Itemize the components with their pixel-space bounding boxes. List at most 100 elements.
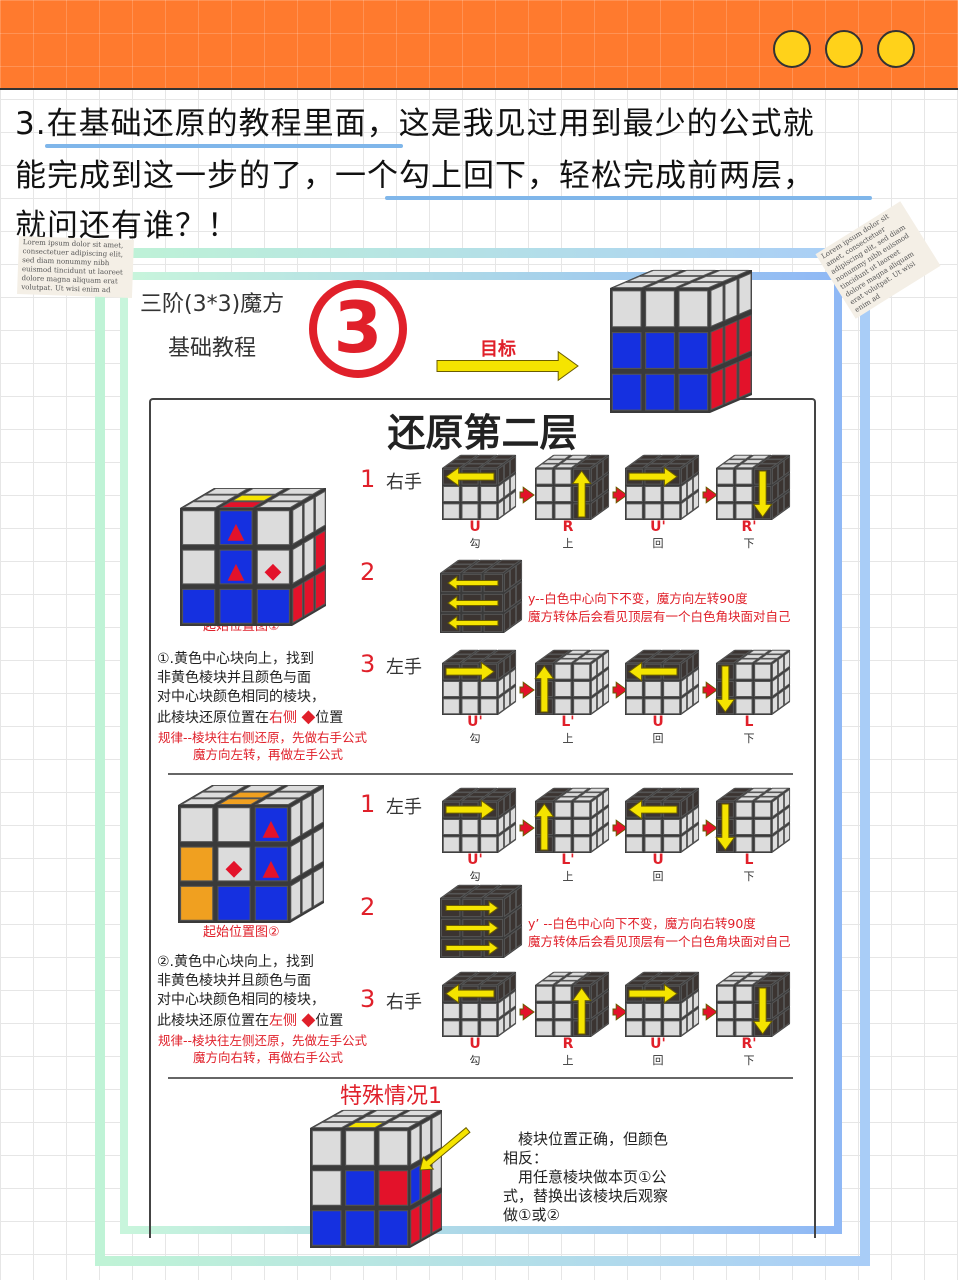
move-notation: R [562, 1036, 574, 1052]
front-sticker [345, 1130, 375, 1166]
front-sticker [735, 698, 753, 715]
front-sticker [573, 801, 591, 818]
hand-label: 右手 [386, 992, 422, 1013]
tutorial-card [120, 272, 842, 1234]
top-sticker [637, 649, 662, 655]
side-sticker [680, 831, 688, 853]
diamond-icon: ◆ [301, 706, 316, 727]
front-sticker [754, 698, 772, 715]
rule-line: 魔方向右转，再做右手公式 [193, 1050, 344, 1065]
side-sticker [509, 605, 517, 628]
front-sticker [311, 1210, 342, 1246]
top-sticker [256, 501, 302, 509]
side-sticker [503, 810, 511, 831]
front-sticker [256, 549, 290, 585]
top-sticker [643, 658, 669, 664]
top-sticker [716, 658, 741, 664]
front-sticker [378, 1130, 409, 1166]
side-sticker [771, 464, 779, 485]
move-meaning: 勾 [469, 537, 481, 550]
move-notation: L [744, 852, 754, 868]
top-sticker [460, 658, 486, 664]
top-sticker [332, 1109, 375, 1117]
step-number: 2 [360, 893, 376, 921]
front-sticker [480, 1020, 498, 1037]
top-sticker [489, 889, 516, 894]
front-sticker [461, 819, 479, 835]
side-sticker [596, 654, 604, 676]
side-sticker [596, 810, 604, 831]
top-sticker [578, 459, 603, 464]
side-sticker [783, 788, 791, 810]
next-step-arrow-icon [702, 1003, 718, 1021]
side-sticker [596, 994, 604, 1015]
top-sticker [483, 893, 510, 899]
next-step-arrow-icon [702, 819, 718, 837]
side-sticker [497, 498, 505, 520]
top-sticker [489, 564, 516, 569]
next-step-arrow-icon [519, 1003, 535, 1021]
side-sticker [692, 667, 700, 689]
hand-label: 左手 [386, 797, 422, 818]
top-sticker [728, 454, 753, 460]
top-sticker [627, 275, 669, 283]
front-sticker [735, 1003, 753, 1019]
front-sticker [345, 1210, 375, 1246]
side-sticker [312, 866, 324, 908]
description-line: 对中心块颜色相同的棱块， [157, 992, 325, 1008]
top-sticker [572, 980, 597, 986]
description-text: 此棱块还原位置在 [157, 710, 269, 726]
special-line: 式，替换出该棱块后观察 [503, 1187, 669, 1205]
side-sticker [590, 797, 598, 818]
yellow-dot-icon [877, 30, 915, 68]
front-sticker [535, 503, 553, 520]
top-sticker [535, 463, 560, 469]
side-sticker [724, 361, 738, 405]
front-sticker [461, 1003, 479, 1019]
side-sticker [680, 481, 688, 503]
side-sticker [590, 1015, 598, 1037]
arrow-down-icon [715, 803, 736, 851]
move-meaning: 上 [562, 1054, 574, 1067]
front-sticker [735, 503, 753, 520]
front-sticker [442, 486, 460, 502]
side-sticker [783, 455, 791, 477]
side-sticker [596, 672, 604, 693]
side-sticker [680, 693, 688, 715]
next-step-arrow-icon [519, 819, 535, 837]
top-sticker [442, 796, 467, 802]
side-sticker [515, 560, 523, 584]
front-sticker [644, 819, 662, 835]
side-sticker [590, 481, 598, 503]
top-sticker [707, 269, 749, 277]
front-sticker [535, 985, 553, 1002]
side-sticker [771, 1015, 779, 1037]
top-sticker [565, 454, 591, 460]
top-sticker [649, 654, 675, 659]
top-sticker [578, 792, 603, 797]
rotation-note: y’ --白色中心向下不变，魔方向右转90度 [528, 916, 756, 931]
top-sticker [192, 494, 239, 502]
front-sticker [461, 836, 479, 853]
top-sticker [461, 893, 489, 899]
yellow-dot-icon [825, 30, 863, 68]
top-sticker [460, 980, 486, 986]
side-sticker [692, 788, 700, 810]
front-sticker [480, 1003, 498, 1019]
top-sticker [631, 792, 656, 797]
side-sticker [590, 498, 598, 520]
front-sticker [678, 290, 709, 328]
side-sticker [783, 472, 791, 494]
next-step-arrow-icon [612, 486, 628, 504]
top-sticker [584, 971, 609, 977]
top-sticker [722, 459, 747, 464]
front-sticker [442, 698, 460, 715]
top-sticker [547, 454, 572, 460]
front-sticker [442, 1020, 460, 1037]
arrow-left-icon [445, 466, 495, 487]
top-sticker [559, 792, 585, 797]
side-sticker [680, 797, 688, 818]
front-sticker [678, 332, 709, 369]
front-sticker [442, 1003, 460, 1019]
